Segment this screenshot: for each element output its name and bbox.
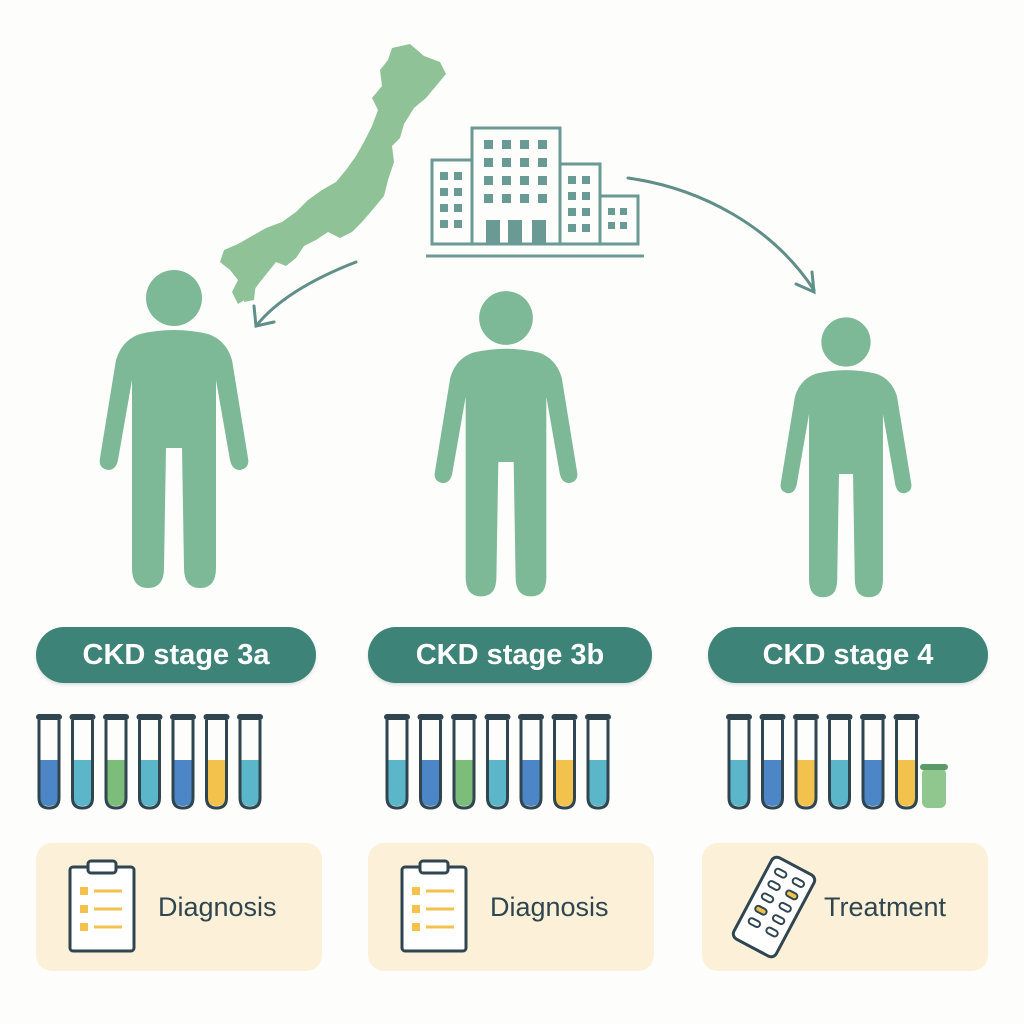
test-tube-icon [484, 714, 511, 810]
test-tube-icon [893, 714, 920, 810]
building-window [454, 188, 462, 196]
building-window [568, 208, 576, 216]
building-door [486, 220, 500, 244]
test-tube-icon [551, 714, 578, 810]
building-window [538, 140, 547, 149]
building-door [508, 220, 522, 244]
building-window [454, 220, 462, 228]
stage-label-3b: CKD stage 3b [368, 627, 652, 683]
person-icon [434, 291, 578, 597]
building-window [582, 176, 590, 184]
building-windows [440, 140, 627, 244]
building-window [484, 158, 493, 167]
building-window [440, 204, 448, 212]
card-label: Diagnosis [490, 891, 609, 922]
building-window [568, 176, 576, 184]
arrow-to-stage-4 [626, 176, 816, 295]
card-label: Treatment [824, 891, 947, 922]
test-tube-icon [237, 714, 263, 810]
building-window [568, 224, 576, 232]
building-window [454, 204, 462, 212]
test-tube-icon [860, 714, 886, 810]
building-window [484, 176, 493, 185]
test-tube-icon [451, 714, 477, 810]
building-window [484, 194, 493, 203]
stage-label-4: CKD stage 4 [708, 627, 988, 683]
test-tube-icon [585, 714, 611, 810]
person-icon [99, 270, 249, 588]
building-window [582, 224, 590, 232]
test-tube-icon [759, 714, 786, 810]
building-window [454, 172, 462, 180]
stage-label-3a: CKD stage 3a [36, 627, 316, 683]
building-window [568, 192, 576, 200]
building-window [520, 176, 529, 185]
building-window [538, 158, 547, 167]
building-window [620, 222, 627, 229]
building-window [502, 158, 511, 167]
building-window [608, 208, 615, 215]
test-tube-icon [417, 714, 444, 810]
building-window [440, 188, 448, 196]
building-window [582, 192, 590, 200]
building-window [520, 194, 529, 203]
clipboard-icon [400, 859, 468, 953]
building-window [502, 194, 511, 203]
building-window [608, 222, 615, 229]
building-window [520, 140, 529, 149]
card-treatment-4: Treatment [702, 843, 988, 971]
card-diagnosis-3b: Diagnosis [368, 843, 654, 971]
building-window [620, 208, 627, 215]
test-tube-icon [136, 714, 163, 810]
building-window [502, 176, 511, 185]
building-window [582, 208, 590, 216]
test-tube-icon [726, 714, 752, 810]
japan-map-icon [220, 44, 446, 304]
test-tube-icon [826, 714, 853, 810]
building-window [538, 194, 547, 203]
card-label: Diagnosis [158, 891, 277, 922]
test-tube-icon [384, 714, 410, 810]
test-tube-icon [793, 714, 819, 810]
test-tube-icon [103, 714, 129, 810]
clipboard-icon [68, 859, 136, 953]
test-tube-icon [170, 714, 196, 810]
building-window [440, 220, 448, 228]
building-door [532, 220, 546, 244]
arrow-to-map [252, 260, 358, 328]
pill-blister-icon [731, 855, 817, 959]
building-window [520, 158, 529, 167]
card-diagnosis-3a: Diagnosis [36, 843, 322, 971]
sample-cup-icon [920, 764, 948, 808]
building-window [538, 176, 547, 185]
person-icon [780, 317, 912, 598]
building-window [484, 140, 493, 149]
test-tube-icon [36, 714, 62, 810]
test-tube-rows [36, 714, 948, 810]
building-window [502, 140, 511, 149]
test-tube-icon [69, 714, 96, 810]
test-tube-icon [518, 714, 544, 810]
building-window [440, 172, 448, 180]
test-tube-icon [203, 714, 230, 810]
